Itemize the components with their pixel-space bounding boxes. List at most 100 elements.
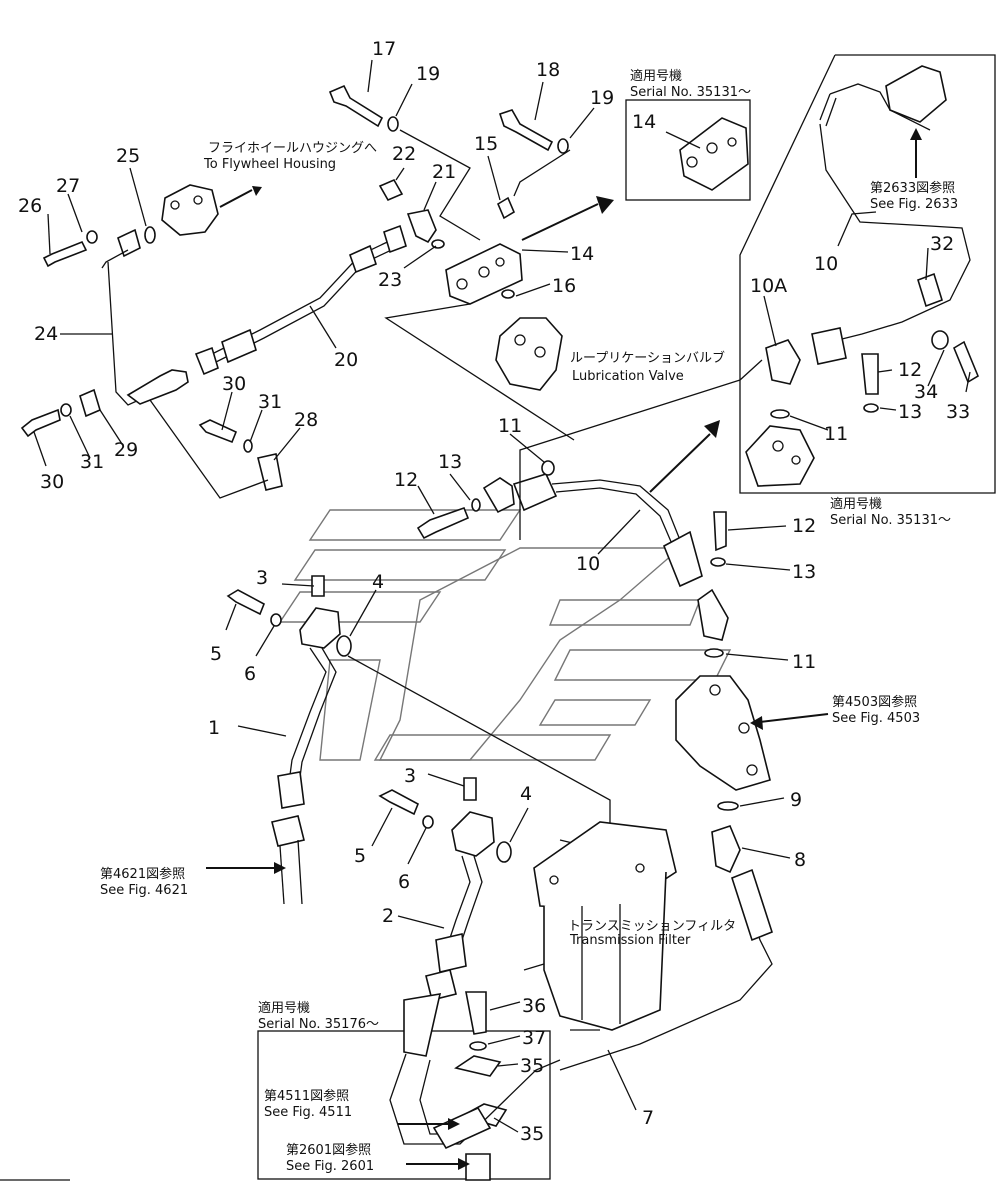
callout-25: 25 xyxy=(116,145,140,167)
callout-13c: 13 xyxy=(898,401,922,423)
flywheel-note-en: To Flywheel Housing xyxy=(203,157,336,172)
callout-28: 28 xyxy=(294,409,318,431)
nut-2 xyxy=(425,969,457,1001)
applicable-label-3: 適用号機 xyxy=(258,1000,310,1016)
callout-2: 2 xyxy=(382,905,394,927)
nut-20b xyxy=(383,224,407,254)
pipe-1-end xyxy=(277,771,305,809)
nut-4621 xyxy=(271,815,305,847)
callout-6a: 6 xyxy=(244,663,256,685)
callout-6b: 6 xyxy=(398,871,410,893)
fig4503-jp: 第4503図参照 xyxy=(832,694,917,710)
inset-block-14 xyxy=(679,117,749,191)
callout-9: 9 xyxy=(790,789,802,811)
washer-19b xyxy=(557,138,569,154)
callout-33: 33 xyxy=(946,401,970,423)
callout-15: 15 xyxy=(474,133,498,155)
mount-2601 xyxy=(465,1153,491,1181)
sleeve-20a xyxy=(221,328,257,364)
callout-34: 34 xyxy=(914,381,938,403)
callout-22: 22 xyxy=(392,143,416,165)
transmission-filter xyxy=(523,821,773,1071)
callout-3a: 3 xyxy=(256,567,268,589)
clamp-inset-group xyxy=(389,991,561,1181)
lubrication-valve-inset xyxy=(745,425,815,487)
callout-18: 18 xyxy=(536,59,560,81)
callout-10a: 10 xyxy=(576,553,600,575)
elbow-10a xyxy=(482,477,515,514)
lubrication-valve xyxy=(495,317,563,391)
oring-11a xyxy=(541,460,555,476)
flywheel-housing-fitting xyxy=(161,184,219,236)
bolt-30a xyxy=(20,408,61,438)
callout-19a: 19 xyxy=(416,63,440,85)
leader-lines xyxy=(33,59,971,1133)
serial-label-2: Serial No. 35131～ xyxy=(830,513,951,528)
washer-31b xyxy=(243,439,253,453)
bracket-4511 xyxy=(432,1106,492,1150)
oring-4a xyxy=(336,635,352,657)
washer-13c xyxy=(863,403,879,413)
pipe-1-group xyxy=(206,575,611,905)
filter-note-jp: トランスミッションフィルタ xyxy=(568,919,736,934)
fig4511-en: See Fig. 4511 xyxy=(264,1105,352,1120)
clamp-32 xyxy=(917,272,943,308)
flange-1 xyxy=(299,607,341,649)
callout-35a: 35 xyxy=(520,1055,544,1077)
sleeve-10b xyxy=(662,530,703,588)
bolt-5b xyxy=(378,789,420,816)
callout-14b: 14 xyxy=(632,111,656,133)
bolt-18 xyxy=(498,109,554,152)
washer-37 xyxy=(469,1041,487,1051)
oring-16 xyxy=(501,289,515,299)
fig4621-en: See Fig. 4621 xyxy=(100,883,188,898)
washer-31a xyxy=(60,403,72,417)
fig4503-en: See Fig. 4503 xyxy=(832,711,920,726)
applicable-label-1: 適用号機 xyxy=(630,68,682,84)
elbow-8 xyxy=(711,825,741,874)
elbow-21 xyxy=(406,209,437,244)
flywheel-group xyxy=(20,184,283,499)
fig4621-jp: 第4621図参照 xyxy=(100,866,185,882)
callout-36: 36 xyxy=(522,995,546,1017)
callout-29: 29 xyxy=(114,439,138,461)
applicable-label-2: 適用号機 xyxy=(830,496,882,512)
flywheel-arrow xyxy=(219,189,253,208)
bolt-12c xyxy=(861,353,879,395)
hose-10-group xyxy=(416,359,763,658)
callout-11a: 11 xyxy=(498,415,522,437)
bolt-36 xyxy=(465,991,487,1035)
callout-10b: 10 xyxy=(814,253,838,275)
oring-9 xyxy=(717,801,739,811)
washer-6a xyxy=(270,613,282,627)
arrow-to-hose-inset xyxy=(649,433,711,493)
callout-11b: 11 xyxy=(792,651,816,673)
clamp-35a xyxy=(454,1055,502,1077)
plug-22 xyxy=(378,178,404,202)
callout-14a: 14 xyxy=(570,243,594,265)
bracket-28 xyxy=(257,453,283,491)
oring-11c xyxy=(770,409,790,419)
annotations: フライホイールハウジングへ To Flywheel Housing ループリケー… xyxy=(100,68,958,1174)
callout-4a: 4 xyxy=(372,571,384,593)
oring-11b xyxy=(704,648,724,658)
callout-30a: 30 xyxy=(40,471,64,493)
callout-21: 21 xyxy=(432,161,456,183)
bolt-30b xyxy=(198,419,238,444)
collar-34 xyxy=(931,330,949,350)
fig2601-en: See Fig. 2601 xyxy=(286,1159,374,1174)
serial-label-3: Serial No. 35176～ xyxy=(258,1017,379,1032)
hose-7-sleeve xyxy=(403,993,442,1057)
washer-19a xyxy=(387,116,399,132)
flange-connector xyxy=(117,228,141,258)
fig4511-jp: 第4511図参照 xyxy=(264,1088,349,1104)
callout-20: 20 xyxy=(334,349,358,371)
callout-24: 24 xyxy=(34,323,58,345)
oring-25 xyxy=(144,226,156,244)
inset-box-hose xyxy=(739,54,996,494)
watermark-logo xyxy=(278,509,732,761)
bolt-12b xyxy=(713,511,727,552)
clamp-29 xyxy=(79,388,101,418)
